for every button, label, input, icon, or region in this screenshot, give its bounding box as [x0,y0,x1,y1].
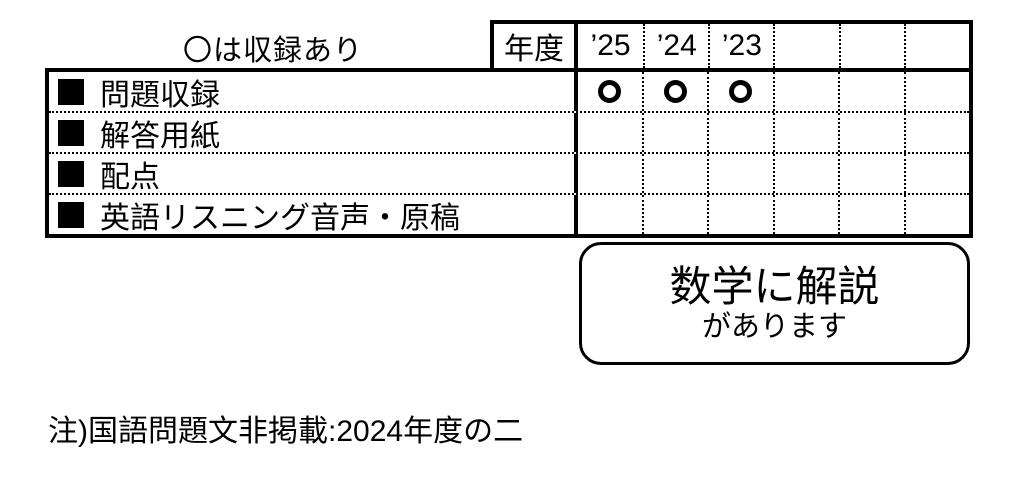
table-row-haiten: 配点 [49,152,969,193]
mark-cell [707,195,773,234]
row-label-cell: 問題収録 [49,72,578,111]
row-label: 配点 [100,160,160,194]
mark-cell [838,195,904,234]
mark-cell [707,72,773,111]
year-column-empty-3 [903,24,969,68]
square-bullet-icon [58,201,84,228]
year-column-empty-2 [838,24,904,68]
circle-mark-icon [729,80,753,103]
square-bullet-icon [58,119,84,146]
callout-line-2: があります [701,310,847,343]
mark-cell [578,72,642,111]
mark-cell [578,195,642,234]
mark-cell [903,72,970,111]
contents-table: 問題収録 解答用紙 配点 [45,68,973,238]
row-label: 問題収録 [100,78,220,112]
row-label-cell: 解答用紙 [49,113,578,152]
year-column-2024: ’24 [643,24,708,68]
mark-cell [707,154,773,193]
table-row-english-listening: 英語リスニング音声・原稿 [49,193,969,234]
mark-cell [838,113,904,152]
mark-cell [772,154,839,193]
math-explanation-callout: 数学に解説 があります [579,242,970,365]
circle-mark-icon [598,80,622,103]
mark-cell [772,195,839,234]
mark-cell [838,72,904,111]
row-label: 英語リスニング音声・原稿 [100,201,460,235]
year-column-empty-1 [773,24,838,68]
mark-cell [838,154,904,193]
footnote-note: 注)国語問題文非掲載:2024年度の二 [48,415,524,448]
row-label-cell: 配点 [49,154,578,193]
mark-cell [641,195,708,234]
mark-cell [707,113,773,152]
year-column-2025: ’25 [590,29,631,62]
table-row-kaito-yoshi: 解答用紙 [49,111,969,152]
legend-circle-means-included: 〇は収録あり [183,35,364,67]
year-header-label: 年度 [490,24,578,68]
mark-cell [578,113,642,152]
row-label: 解答用紙 [100,119,220,153]
row-label-cell: 英語リスニング音声・原稿 [49,195,578,234]
square-bullet-icon [58,78,84,105]
year-header-row: 年度 ’25 ’24 ’23 [490,20,973,68]
square-bullet-icon [58,160,84,187]
mark-cell [641,154,708,193]
circle-mark-icon [663,80,687,103]
table-row-mondai-shuroku: 問題収録 [49,72,969,111]
mark-cell [903,154,970,193]
mark-cell [772,72,839,111]
mark-cell [903,195,970,234]
mark-cell [772,113,839,152]
callout-line-1: 数学に解説 [669,262,880,310]
mark-cell [641,113,708,152]
mark-cell [578,154,642,193]
mark-cell [641,72,708,111]
year-column-2023: ’23 [708,24,773,68]
mark-cell [903,113,970,152]
